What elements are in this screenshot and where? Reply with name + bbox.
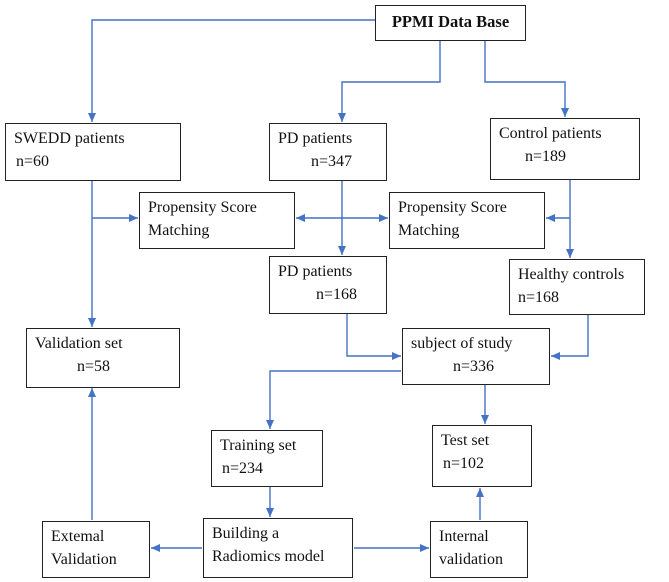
edge-subject-to-training: [266, 370, 401, 429]
edge-control-to-psm2: [546, 180, 571, 222]
node-pd2-line2: n=168: [316, 286, 358, 303]
node-control-line1: Control patients: [499, 125, 602, 142]
node-validation-line2: n=58: [77, 358, 111, 375]
node-training-line1: Training set: [220, 437, 297, 454]
node-external-line1: Extemal: [51, 528, 105, 545]
node-swedd-line1: SWEDD patients: [14, 130, 125, 147]
node-internal-validation: Internal validation: [430, 521, 528, 578]
node-subject-of-study: subject of study n=336: [402, 328, 550, 385]
node-external-validation: Extemal Validation: [42, 521, 150, 578]
node-building-line1: Building a: [212, 525, 280, 542]
node-internal-line2: validation: [439, 551, 503, 568]
edge-ppmi-to-pd: [338, 40, 441, 122]
node-healthy-line1: Healthy controls: [518, 266, 625, 283]
node-pd1-line2: n=347: [311, 153, 353, 170]
node-psm2-line1: Propensity Score: [398, 199, 507, 216]
edge-ppmi-to-swedd: [88, 19, 375, 122]
node-training-line2: n=234: [222, 460, 264, 477]
edge-healthy-to-subject: [551, 314, 589, 360]
node-test-line2: n=102: [443, 455, 485, 472]
node-psm1-line1: Propensity Score: [148, 199, 257, 216]
node-building-radiomics-model: Building a Radiomics model: [203, 518, 353, 578]
node-pd-patients-347: PD patients n=347: [269, 123, 387, 181]
node-test-set: Test set n=102: [432, 425, 532, 487]
node-internal-line1: Internal: [439, 528, 489, 545]
node-pd2-line1: PD patients: [278, 263, 353, 280]
node-swedd-patients: SWEDD patients n=60: [5, 123, 181, 181]
node-building-line2: Radiomics model: [212, 548, 325, 565]
node-propensity-score-matching-1: Propensity Score Matching: [139, 192, 295, 249]
node-propensity-score-matching-2: Propensity Score Matching: [389, 192, 545, 249]
node-subject-line2: n=336: [453, 358, 495, 375]
node-subject-line1: subject of study: [411, 335, 513, 352]
node-external-line2: Validation: [51, 551, 117, 568]
node-control-line2: n=189: [525, 148, 567, 165]
node-pd-patients-168: PD patients n=168: [269, 256, 387, 314]
node-validation-line1: Validation set: [35, 335, 123, 352]
node-ppmi-label: PPMI Data Base: [391, 12, 510, 31]
edge-pd168-to-subject: [346, 314, 401, 360]
node-test-line1: Test set: [441, 432, 490, 449]
node-psm2-line2: Matching: [398, 222, 460, 239]
node-healthy-controls: Healthy controls n=168: [509, 259, 645, 315]
node-training-set: Training set n=234: [211, 430, 323, 487]
node-swedd-line2: n=60: [16, 153, 50, 170]
node-control-patients: Control patients n=189: [490, 118, 640, 180]
node-pd1-line1: PD patients: [278, 130, 353, 147]
edge-ppmi-to-control: [484, 40, 569, 117]
node-healthy-line2: n=168: [518, 289, 560, 306]
node-psm1-line2: Matching: [148, 222, 210, 239]
node-validation-set: Validation set n=58: [26, 328, 180, 388]
node-ppmi-data-base: PPMI Data Base: [375, 5, 526, 41]
